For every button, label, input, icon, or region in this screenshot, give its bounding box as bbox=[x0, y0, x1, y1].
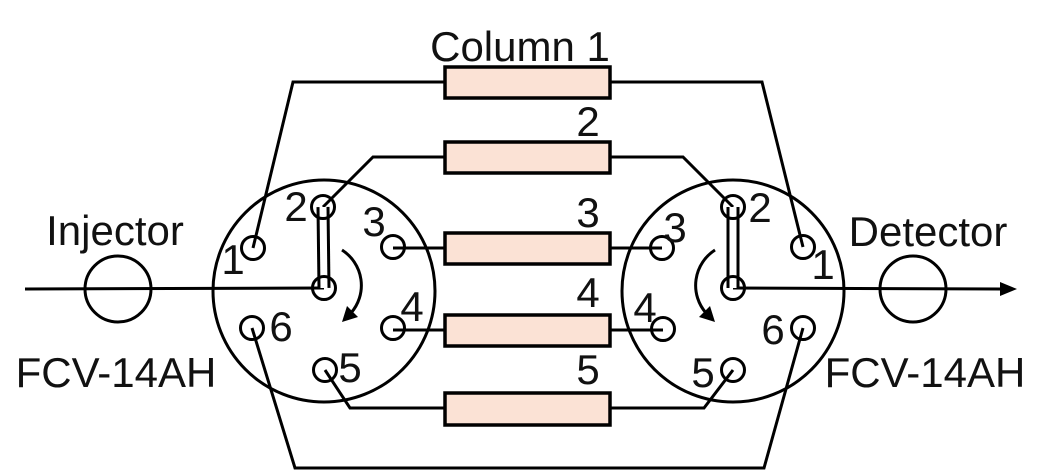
column-4-label: 4 bbox=[576, 269, 599, 316]
column-3-body bbox=[443, 231, 612, 266]
right-valve-port-5 bbox=[720, 357, 746, 383]
left-valve-port-2-label: 2 bbox=[284, 183, 307, 230]
injector-node bbox=[83, 254, 153, 324]
left-valve-model-label: FCV-14AH bbox=[16, 349, 217, 396]
outlet-arrowhead-icon bbox=[1000, 282, 1017, 296]
right-valve-port-2-label: 2 bbox=[748, 184, 771, 231]
left-valve-port-center bbox=[311, 275, 337, 301]
column-4-body bbox=[443, 313, 612, 348]
column-5-left-line bbox=[323, 369, 445, 410]
column-1-left-line bbox=[251, 80, 445, 249]
column-5-right-line bbox=[610, 369, 735, 410]
column-1-body bbox=[443, 65, 612, 100]
left-valve-port-3 bbox=[380, 234, 406, 260]
right-valve-port-3 bbox=[649, 235, 675, 261]
left-valve-port-1 bbox=[240, 235, 266, 261]
left-valve-port-5-label: 5 bbox=[338, 344, 361, 391]
left-valve-port-4 bbox=[380, 315, 406, 341]
right-valve-port-4 bbox=[650, 316, 676, 342]
column-3-label: 3 bbox=[576, 189, 599, 236]
left-valve-rotation-arrowhead-icon bbox=[342, 306, 358, 322]
detector-outlet-line bbox=[732, 286, 1003, 291]
column-2-left-line bbox=[321, 155, 445, 209]
injector-inlet-line bbox=[24, 286, 325, 291]
right-valve-port-6 bbox=[790, 315, 816, 341]
detector-label: Detector bbox=[849, 208, 1008, 255]
left-valve-port-2 bbox=[310, 194, 336, 220]
left-valve-port-5 bbox=[312, 357, 338, 383]
left-valve-port-4-label: 4 bbox=[400, 283, 423, 330]
right-valve-body bbox=[620, 178, 846, 404]
left-valve-port-3-label: 3 bbox=[362, 198, 385, 245]
left-valve-port-6 bbox=[239, 315, 265, 341]
right-valve-port-4-label: 4 bbox=[633, 284, 656, 331]
column-1-label: Column 1 bbox=[430, 23, 610, 70]
right-valve-port-1-label: 1 bbox=[811, 241, 834, 288]
column-2-right-line bbox=[610, 155, 735, 209]
detector-node bbox=[878, 254, 948, 324]
left-valve-rotation-arrow bbox=[341, 248, 363, 314]
column-2-label: 2 bbox=[576, 98, 599, 145]
right-valve-model-label: FCV-14AH bbox=[825, 349, 1026, 396]
right-valve-port-center bbox=[720, 275, 746, 301]
right-valve-port-3-label: 3 bbox=[663, 204, 686, 251]
injector-label: Injector bbox=[46, 207, 184, 254]
right-valve-port-5-label: 5 bbox=[691, 349, 714, 396]
right-valve-rotation-arrowhead-icon bbox=[699, 306, 715, 322]
right-valve-port-1 bbox=[790, 234, 816, 260]
column-5-body bbox=[443, 391, 612, 427]
right-valve-port-2 bbox=[720, 194, 746, 220]
left-valve-port-6-label: 6 bbox=[269, 303, 292, 350]
column-2-body bbox=[443, 140, 612, 175]
right-valve-rotation-arrow bbox=[694, 248, 716, 314]
left-valve-body bbox=[211, 178, 437, 404]
left-valve-rotor-channel bbox=[319, 206, 328, 289]
column-1-right-line bbox=[610, 80, 805, 248]
column-5-label: 5 bbox=[576, 346, 599, 393]
right-valve-port-6-label: 6 bbox=[761, 306, 784, 353]
bypass-loop-line bbox=[250, 327, 805, 470]
left-valve-port-1-label: 1 bbox=[221, 236, 244, 283]
